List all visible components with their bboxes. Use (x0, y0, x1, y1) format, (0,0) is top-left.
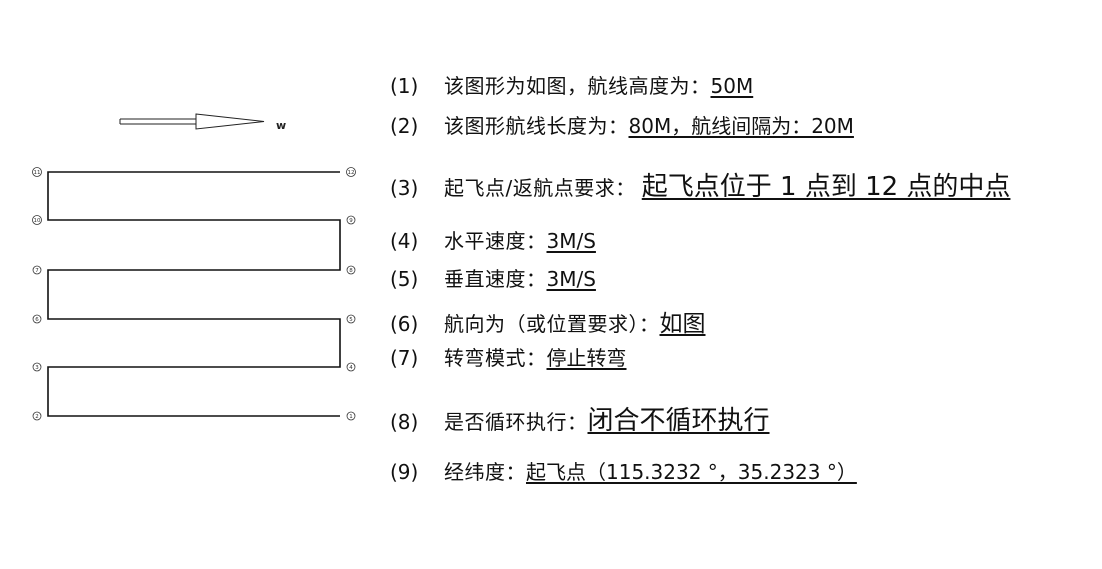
spec-item-vertical-speed: (5) 垂直速度： 3M/S (390, 263, 596, 292)
spec-value: 停止转弯 (546, 346, 627, 370)
spec-value: 3M/S (546, 267, 596, 291)
spec-number: (3) (390, 176, 419, 200)
spec-number: (2) (390, 114, 419, 138)
spec-label: 该图形为如图，航线高度为： (444, 74, 711, 98)
waypoint-12: 12 (346, 167, 356, 177)
spec-item-loop-mode: (8) 是否循环执行： 闭合不循环执行 (390, 400, 770, 437)
svg-text:4: 4 (349, 365, 353, 371)
waypoint-markers: 1 2 3 4 5 6 7 8 (32, 167, 356, 421)
svg-text:1: 1 (349, 414, 353, 420)
spec-value: 起飞点位于 1 点到 12 点的中点 (641, 172, 1011, 202)
spec-value: 如图 (659, 311, 706, 337)
spec-number: (6) (390, 312, 419, 336)
spec-label: 经纬度： (444, 460, 526, 484)
direction-arrow-icon (119, 113, 265, 130)
waypoint-11: 11 (32, 167, 42, 177)
spec-item-heading: (6) 航向为（或位置要求）： 如图 (390, 304, 706, 338)
waypoint-5: 5 (346, 314, 356, 324)
spec-label: 是否循环执行： (444, 410, 588, 434)
spec-label: 该图形航线长度为： (444, 114, 629, 138)
waypoint-9: 9 (346, 215, 356, 225)
flight-path-diagram: w 1 2 3 4 5 6 7 (32, 113, 356, 421)
svg-text:12: 12 (348, 170, 355, 176)
spec-number: (8) (390, 410, 419, 434)
spec-number: (7) (390, 346, 419, 370)
spec-value: 3M/S (546, 229, 596, 253)
spec-item-altitude: (1) 该图形为如图，航线高度为： 50M (390, 70, 753, 99)
spec-item-horizontal-speed: (4) 水平速度： 3M/S (390, 225, 596, 254)
svg-text:2: 2 (35, 414, 39, 420)
flight-spec-list: (1) 该图形为如图，航线高度为： 50M (2) 该图形航线长度为： 80M，… (390, 0, 1102, 569)
svg-text:11: 11 (34, 170, 41, 176)
direction-label: w (276, 119, 286, 132)
svg-text:7: 7 (35, 268, 39, 274)
spec-value: 起飞点（115.3232 °，35.2323 °） (526, 460, 857, 484)
spec-label: 航向为（或位置要求）： (444, 312, 660, 336)
spec-item-turn-mode: (7) 转弯模式： 停止转弯 (390, 342, 627, 371)
spec-value: 闭合不循环执行 (587, 406, 770, 436)
waypoint-4: 4 (346, 362, 356, 372)
waypoint-6: 6 (32, 314, 42, 324)
spec-item-route-length: (2) 该图形航线长度为： 80M，航线间隔为：20M (390, 110, 854, 139)
spec-value: 80M，航线间隔为：20M (628, 114, 854, 138)
spec-label: 垂直速度： (444, 267, 547, 291)
svg-text:9: 9 (349, 218, 353, 224)
svg-text:8: 8 (349, 268, 353, 274)
spec-label: 转弯模式： (444, 346, 547, 370)
spec-item-takeoff-point: (3) 起飞点/返航点要求： 起飞点位于 1 点到 12 点的中点 (390, 166, 1010, 203)
svg-text:6: 6 (35, 317, 39, 323)
spec-number: (4) (390, 229, 419, 253)
spec-label: 水平速度： (444, 229, 547, 253)
waypoint-3: 3 (32, 362, 42, 372)
spec-number: (9) (390, 460, 419, 484)
svg-text:5: 5 (349, 317, 353, 323)
flight-route (47, 171, 341, 417)
waypoint-7: 7 (32, 265, 42, 275)
waypoint-2: 2 (32, 411, 42, 421)
waypoint-8: 8 (346, 265, 356, 275)
spec-number: (1) (390, 74, 419, 98)
svg-text:3: 3 (35, 365, 39, 371)
spec-item-coordinates: (9) 经纬度： 起飞点（115.3232 °，35.2323 °） (390, 456, 857, 485)
spec-number: (5) (390, 267, 419, 291)
waypoint-10: 10 (32, 215, 42, 225)
waypoint-1: 1 (346, 411, 356, 421)
svg-text:10: 10 (34, 218, 41, 224)
spec-value: 50M (710, 74, 754, 98)
spec-label: 起飞点/返航点要求： (444, 176, 636, 200)
